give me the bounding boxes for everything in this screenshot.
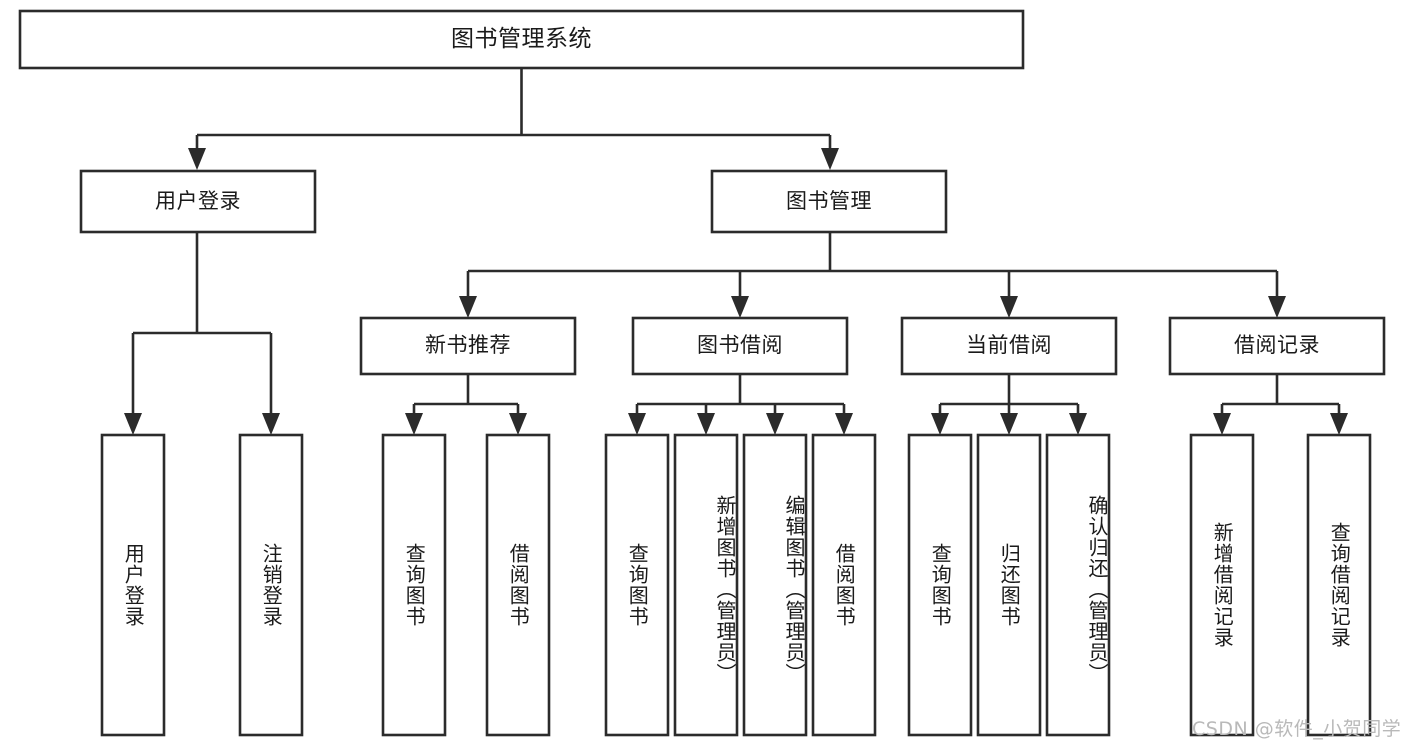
- node-leaf-add-borrow-record-box[interactable]: [1189, 433, 1255, 737]
- arrow-head-leaf-user-login: [124, 413, 142, 435]
- arrow-head-leaf-edit-book-admin: [766, 413, 784, 435]
- node-leaf-query-book-borrow-box[interactable]: [604, 433, 670, 737]
- node-leaf-confirm-return-admin-box[interactable]: [1045, 433, 1111, 737]
- node-root-box[interactable]: [18, 9, 1025, 70]
- node-leaf-query-book-current-box[interactable]: [907, 433, 973, 737]
- node-borrow-record-box[interactable]: [1168, 316, 1386, 376]
- node-leaf-borrow-book-rec-box[interactable]: [485, 433, 551, 737]
- arrow-head-leaf-return-book: [1000, 413, 1018, 435]
- arrow-head-leaf-borrow-book-rec: [509, 413, 527, 435]
- node-leaf-edit-book-admin-box[interactable]: [742, 433, 808, 737]
- arrow-head-leaf-add-borrow-record: [1213, 413, 1231, 435]
- arrow-head-borrow-record: [1268, 296, 1286, 318]
- node-leaf-logout-login-box[interactable]: [238, 433, 304, 737]
- arrow-head-leaf-add-book-admin: [697, 413, 715, 435]
- arrow-head-leaf-confirm-return-admin: [1069, 413, 1087, 435]
- node-leaf-return-book-box[interactable]: [976, 433, 1042, 737]
- node-leaf-add-book-admin-box[interactable]: [673, 433, 739, 737]
- arrow-head-book-borrow: [731, 296, 749, 318]
- arrow-head-book-manage: [821, 148, 839, 170]
- node-leaf-borrow-book-box[interactable]: [811, 433, 877, 737]
- arrow-head-current-borrow: [1000, 296, 1018, 318]
- arrow-head-leaf-query-book-borrow: [628, 413, 646, 435]
- node-new-book-recommend-box[interactable]: [359, 316, 577, 376]
- arrow-head-leaf-query-book-current: [931, 413, 949, 435]
- arrow-head-leaf-query-borrow-record: [1330, 413, 1348, 435]
- node-user-login-box[interactable]: [79, 169, 317, 234]
- node-current-borrow-box[interactable]: [900, 316, 1118, 376]
- node-leaf-query-borrow-record-box[interactable]: [1306, 433, 1372, 737]
- node-book-borrow-box[interactable]: [631, 316, 849, 376]
- arrow-head-leaf-query-book-rec: [405, 413, 423, 435]
- arrow-head-user-login: [188, 148, 206, 170]
- node-leaf-query-book-rec-box[interactable]: [381, 433, 447, 737]
- arrow-head-new-book-recommend: [459, 296, 477, 318]
- node-book-manage-box[interactable]: [710, 169, 948, 234]
- arrow-head-leaf-logout-login: [262, 413, 280, 435]
- node-leaf-user-login-box[interactable]: [100, 433, 166, 737]
- arrow-head-leaf-borrow-book: [835, 413, 853, 435]
